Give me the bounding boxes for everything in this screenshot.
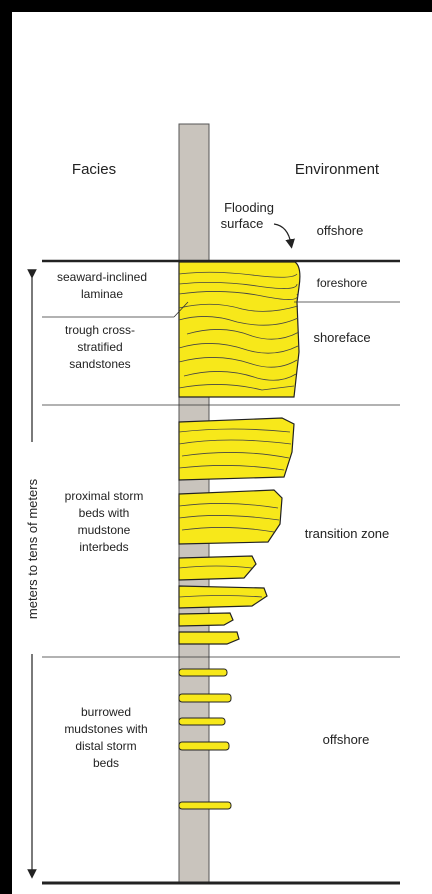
environment-transition-zone: transition zone [305,526,390,541]
proximal-storm-bed-5 [179,613,233,626]
facies-label-line: distal storm [75,739,136,753]
distal-storm-bed-1 [179,669,227,676]
facies-label-line: trough cross- [65,323,135,337]
facies-label-line: burrowed [81,705,131,719]
environment-foreshore: foreshore [317,276,368,290]
flooding-arrow [274,224,291,244]
environment-offshore-top: offshore [317,223,364,238]
facies-label-line: beds with [79,506,130,520]
facies-label-line: sandstones [69,357,130,371]
facies-burrowed-mudstones: burrowed mudstones with distal storm bed… [64,705,147,770]
facies-seaward-inclined-laminae: seaward-inclined laminae [57,270,147,301]
facies-label-line: proximal storm [65,489,144,503]
proximal-storm-bed-2 [179,490,282,544]
proximal-storm-bed-3 [179,556,256,580]
distal-storm-bed-3 [179,718,225,725]
facies-label-line: beds [93,756,119,770]
facies-label-line: laminae [81,287,123,301]
proximal-storm-bed-1 [179,418,294,480]
environment-shoreface: shoreface [313,330,370,345]
proximal-storm-bed-6 [179,632,239,644]
stratigraphic-column-diagram: meters to tens of meters Facies Environm… [12,12,432,894]
facies-header: Facies [72,161,116,178]
facies-proximal-storm-beds: proximal storm beds with mudstone interb… [65,489,144,554]
sandstone-shoreface-unit [179,262,300,397]
facies-label-line: stratified [77,340,122,354]
flooding-label-line2: surface [221,216,264,231]
environment-header: Environment [295,161,380,178]
facies-label-line: interbeds [79,540,128,554]
distal-storm-bed-5 [179,802,231,809]
flooding-label-line1: Flooding [224,200,274,215]
environment-offshore-bottom: offshore [323,732,370,747]
distal-storm-bed-2 [179,694,231,702]
facies-label-line: seaward-inclined [57,270,147,284]
scale-label: meters to tens of meters [25,478,40,619]
diagram-frame: meters to tens of meters Facies Environm… [12,12,432,894]
facies-label-line: mudstone [78,523,131,537]
facies-label-line: mudstones with [64,722,147,736]
proximal-storm-bed-4 [179,586,267,608]
distal-storm-bed-4 [179,742,229,750]
facies-trough-cross-stratified: trough cross- stratified sandstones [65,323,135,371]
